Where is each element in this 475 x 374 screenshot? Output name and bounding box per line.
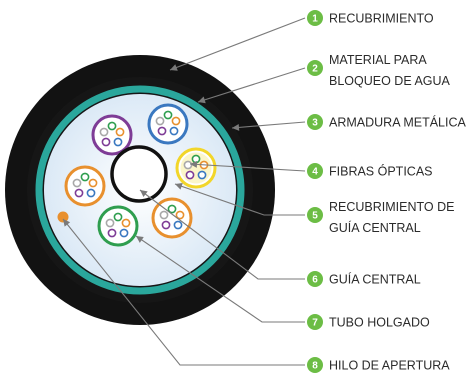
water-blocking-ring [35,85,245,295]
callout-number: 3 [312,118,318,129]
callout-label: GUÍA CENTRAL [329,272,421,287]
callout-number-badge [307,163,323,179]
callout-number: 6 [312,275,318,286]
callout-5: 5 RECUBRIMIENTO DE GUÍA CENTRAL [307,200,454,235]
optical-fiber [185,170,195,180]
optical-fiber [113,212,123,222]
callout-number-badge [307,271,323,287]
leader-line [62,218,305,366]
callout-number: 5 [312,211,318,222]
loose-tubes [64,103,217,247]
optical-fiber [121,218,131,228]
optical-fiber [175,210,185,220]
leader-arrowhead [136,236,144,243]
leader-arrowhead [232,123,240,131]
optical-fiber [183,160,193,170]
callout-number-badge [307,114,323,130]
optical-fiber [74,188,84,198]
callout-1: 1 RECUBRIMIENTO [307,10,434,26]
leader-arrowhead [190,160,198,168]
leader-line [231,121,306,131]
optical-fiber [86,188,96,198]
callout-number-badge [307,314,323,330]
optical-fiber [88,178,98,188]
loose-tube [151,197,193,239]
optical-fiber [173,220,183,230]
callout-number: 2 [312,64,318,75]
callout-label: FIBRAS ÓPTICAS [329,164,433,179]
optical-fiber [155,116,165,126]
callout-number-badge [307,60,323,76]
callout-label: MATERIAL PARA [329,53,427,67]
callout-3: 3 ARMADURA METÁLICA [307,114,466,130]
loose-tube [97,205,139,247]
callout-8: 8 HILO DE APERTURA [307,357,450,373]
optical-fiber [107,121,117,131]
leader-arrowhead [198,96,206,104]
callout-6: 6 GUÍA CENTRAL [307,271,421,287]
optical-fiber [101,137,111,147]
callout-2: 2 MATERIAL PARA BLOQUEO DE AGUA [307,53,451,88]
leader-arrowhead [175,182,183,190]
callout-number: 7 [312,318,318,329]
callout-number: 8 [312,361,318,372]
loose-tube [175,147,217,189]
optical-fiber [161,220,171,230]
leader-arrowhead [170,64,178,71]
loose-tube [91,114,133,156]
callout-label: RECUBRIMIENTO DE [329,200,454,214]
optical-fiber [105,218,115,228]
optical-fiber [115,127,125,137]
callout-labels: 1 RECUBRIMIENTO 2 MATERIAL PARA BLOQUEO DE A… [307,10,466,373]
callout-label: GUÍA CENTRAL [329,220,421,235]
leader-line [174,182,305,216]
callout-label: HILO DE APERTURA [329,359,450,373]
optical-fiber [169,126,179,136]
callout-label: ARMADURA METÁLICA [329,115,466,130]
leader-line [135,235,305,323]
leader-arrowhead [140,190,148,198]
optical-fiber [80,172,90,182]
optical-fiber [163,110,173,120]
optical-fiber [99,127,109,137]
callout-number-badge [307,357,323,373]
callout-label: TUBO HOLGADO [329,316,430,330]
leader-line [169,17,306,71]
optical-fiber [72,178,82,188]
callout-label: RECUBRIMIENTO [329,12,434,26]
callout-7: 7 TUBO HOLGADO [307,314,430,330]
leader-line [197,67,306,104]
callout-number-badge [307,10,323,26]
leader-lines [62,17,306,366]
callout-number: 4 [312,167,318,178]
optical-fiber [167,204,177,214]
optical-fiber [107,228,117,238]
optical-fiber [171,116,181,126]
ripcord [57,211,69,223]
optical-fiber [159,210,169,220]
callout-label: BLOQUEO DE AGUA [329,74,451,88]
optical-fiber [157,126,167,136]
cable-cross-section [5,55,275,325]
leader-arrowhead [63,219,71,227]
central-guide [110,145,168,203]
leader-line [139,189,305,280]
callout-number-badge [307,207,323,223]
loose-tube [64,165,106,207]
leader-line [189,160,306,172]
optical-fiber [113,137,123,147]
optical-fiber [119,228,129,238]
optical-fiber [197,170,207,180]
loose-tube [147,103,189,145]
callout-4: 4 FIBRAS ÓPTICAS [307,163,433,179]
callout-number: 1 [312,14,318,25]
